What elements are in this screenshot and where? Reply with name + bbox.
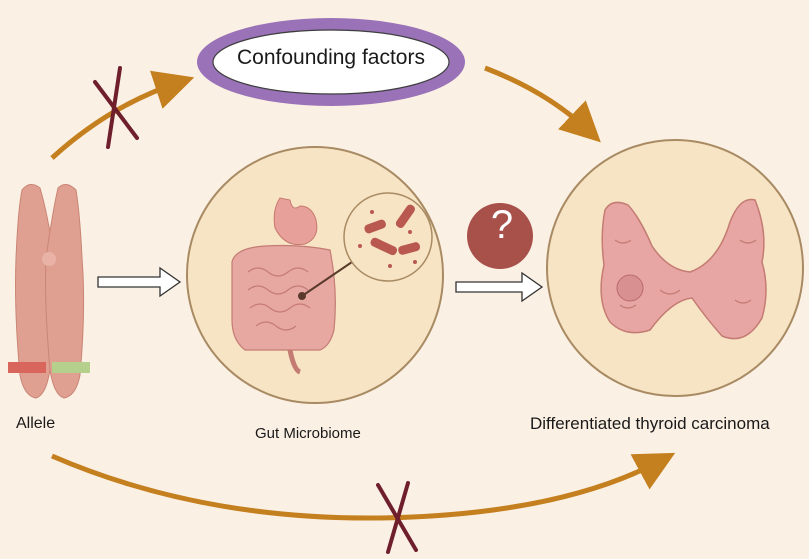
confounding-factors-node — [197, 18, 465, 106]
question-node — [467, 203, 533, 269]
thyroid-node — [546, 139, 804, 397]
bacteria-magnifier-icon — [343, 192, 433, 282]
thyroid-gland-icon — [600, 198, 767, 340]
magnifier-pointer — [301, 261, 353, 297]
thyroid-carcinoma-label: Differentiated thyroid carcinoma — [530, 414, 770, 433]
magnifier-pointer-dot — [298, 292, 306, 300]
confounding-factors-label: Confounding factors — [237, 46, 425, 69]
confounder-to-outcome-arrow — [484, 65, 601, 143]
allele-red-band — [8, 362, 46, 373]
gut-microbiome-label: Gut Microbiome — [255, 425, 361, 442]
allele-label: Allele — [16, 415, 56, 432]
gut-to-outcome-arrow — [455, 271, 544, 303]
question-mark-label: ? — [490, 203, 514, 247]
gut-microbiome-node — [186, 146, 444, 404]
allele-to-outcome-arrow — [51, 452, 676, 521]
allele-green-band — [52, 362, 90, 373]
digestive-tract-icon — [231, 197, 336, 375]
chromosome-icon — [8, 184, 90, 399]
cross-upper-icon — [93, 66, 139, 149]
allele-to-gut-arrow — [97, 266, 182, 298]
cross-lower-icon — [376, 481, 418, 554]
